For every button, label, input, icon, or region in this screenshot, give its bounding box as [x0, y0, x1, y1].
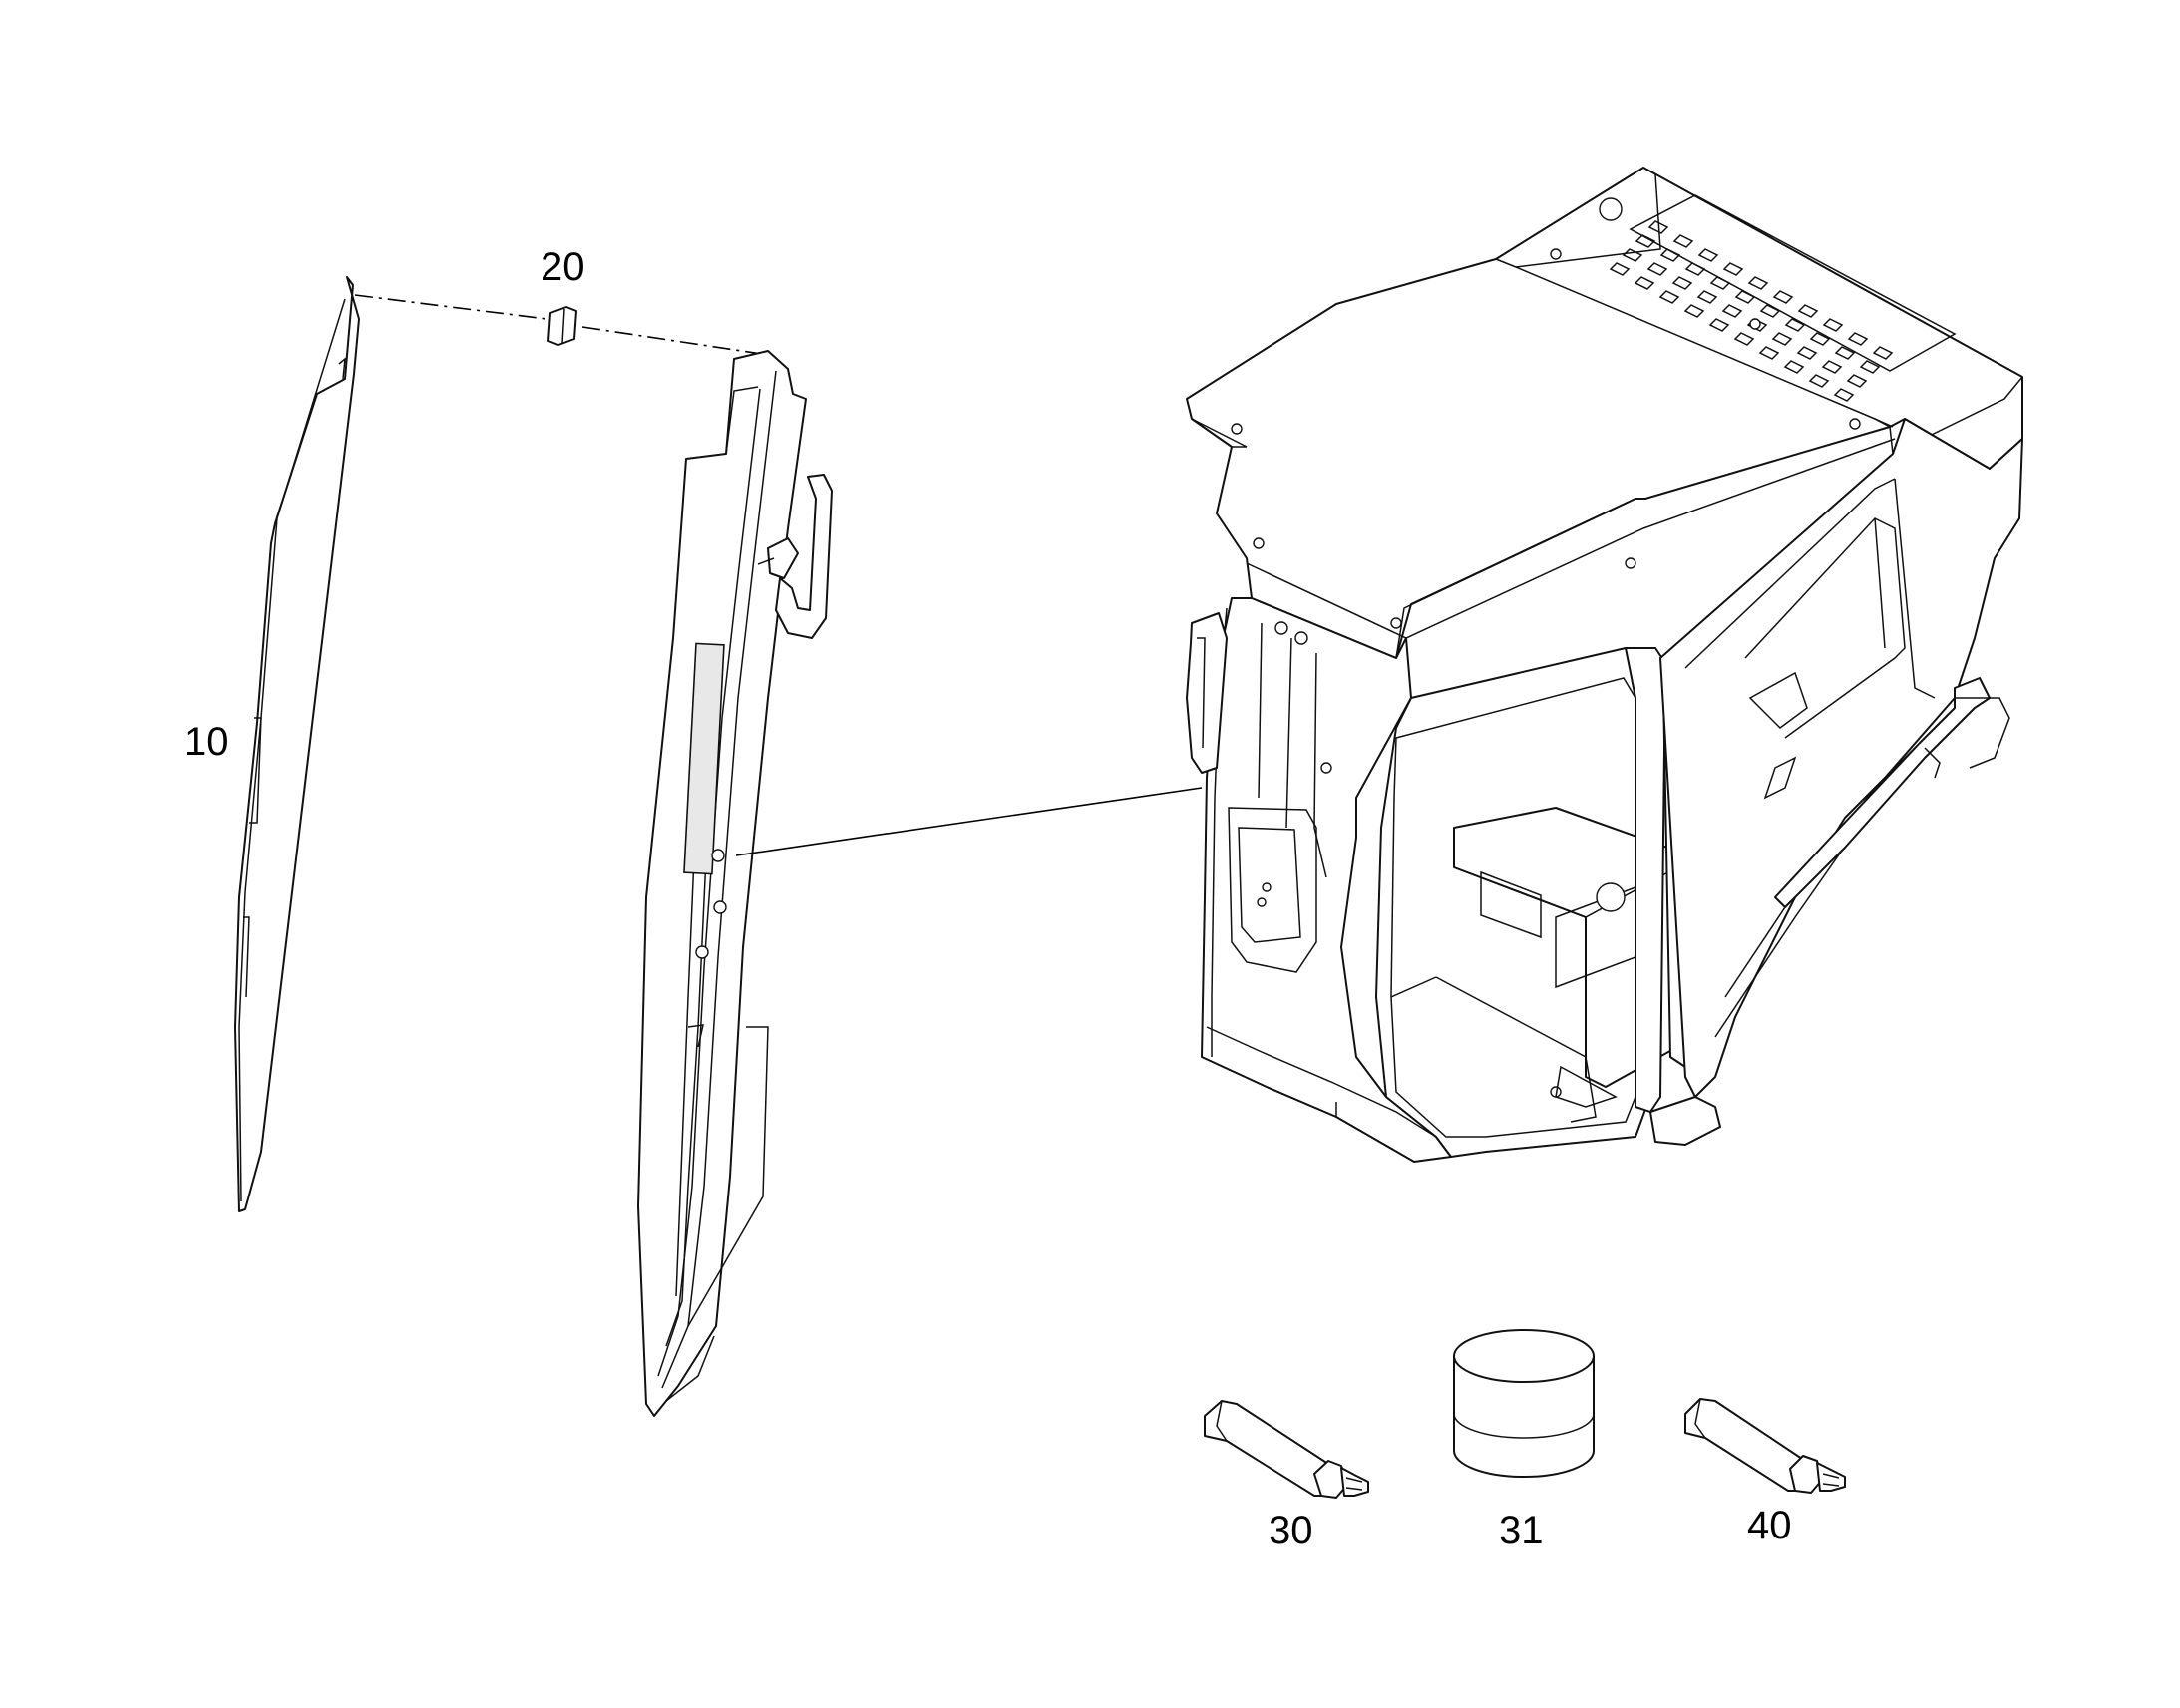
vent-slot — [1709, 276, 1731, 290]
tube-part-30[interactable] — [1204, 1400, 1369, 1499]
vent-slot — [1671, 276, 1693, 290]
vent-slot — [1658, 290, 1680, 304]
vent-slot — [1821, 360, 1843, 374]
vent-slot — [1758, 346, 1780, 360]
vent-slot — [1809, 332, 1831, 346]
vent-slot — [1684, 262, 1706, 276]
jar-part-31[interactable] — [1453, 1329, 1595, 1478]
callout-30: 30 — [1269, 1509, 1313, 1552]
vent-slot — [1872, 346, 1894, 360]
vent-slot — [1847, 332, 1869, 346]
vent-slot — [1772, 290, 1794, 304]
vent-slot — [1635, 234, 1656, 248]
vent-slot — [1859, 360, 1881, 374]
vent-slot — [1822, 318, 1844, 332]
leader-door-to-cab — [735, 787, 1203, 856]
vent-slot — [1697, 248, 1719, 262]
vent-slot — [1634, 276, 1655, 290]
vent-slot — [1771, 332, 1793, 346]
vent-slot — [1622, 248, 1643, 262]
door-frame[interactable] — [637, 350, 833, 1417]
vent-slot — [1784, 318, 1806, 332]
spacer-part-20[interactable] — [547, 306, 577, 346]
vent-slot — [1646, 262, 1668, 276]
vent-slot — [1722, 262, 1744, 276]
vent-slot — [1609, 262, 1631, 276]
vent-slot — [1808, 374, 1830, 388]
vent-slot — [1721, 304, 1743, 318]
callout-20: 20 — [541, 245, 585, 289]
vent-slot — [1733, 332, 1755, 346]
vent-slot — [1683, 304, 1705, 318]
vent-slot — [1647, 220, 1669, 234]
vent-slot — [1796, 346, 1818, 360]
vent-slot — [1783, 360, 1805, 374]
vent-slot — [1846, 374, 1868, 388]
glass-pane-part-10[interactable] — [234, 276, 360, 1212]
alignment-line — [354, 294, 769, 356]
callout-10: 10 — [184, 720, 229, 764]
vent-slot — [1747, 276, 1769, 290]
vent-slot — [1708, 318, 1730, 332]
vent-slot — [1833, 388, 1855, 402]
vent-slot — [1797, 304, 1819, 318]
vent-slot — [1659, 248, 1681, 262]
vent-slot — [1696, 290, 1718, 304]
vent-slot — [1759, 304, 1781, 318]
roof-vent-grid — [1609, 194, 1957, 402]
tube-part-40[interactable] — [1684, 1398, 1846, 1494]
operator-cab[interactable] — [1186, 167, 2023, 1163]
vent-slot — [1734, 290, 1756, 304]
vent-slot — [1834, 346, 1856, 360]
vent-slot — [1672, 234, 1694, 248]
callout-40: 40 — [1747, 1504, 1792, 1547]
callout-31: 31 — [1499, 1509, 1544, 1552]
